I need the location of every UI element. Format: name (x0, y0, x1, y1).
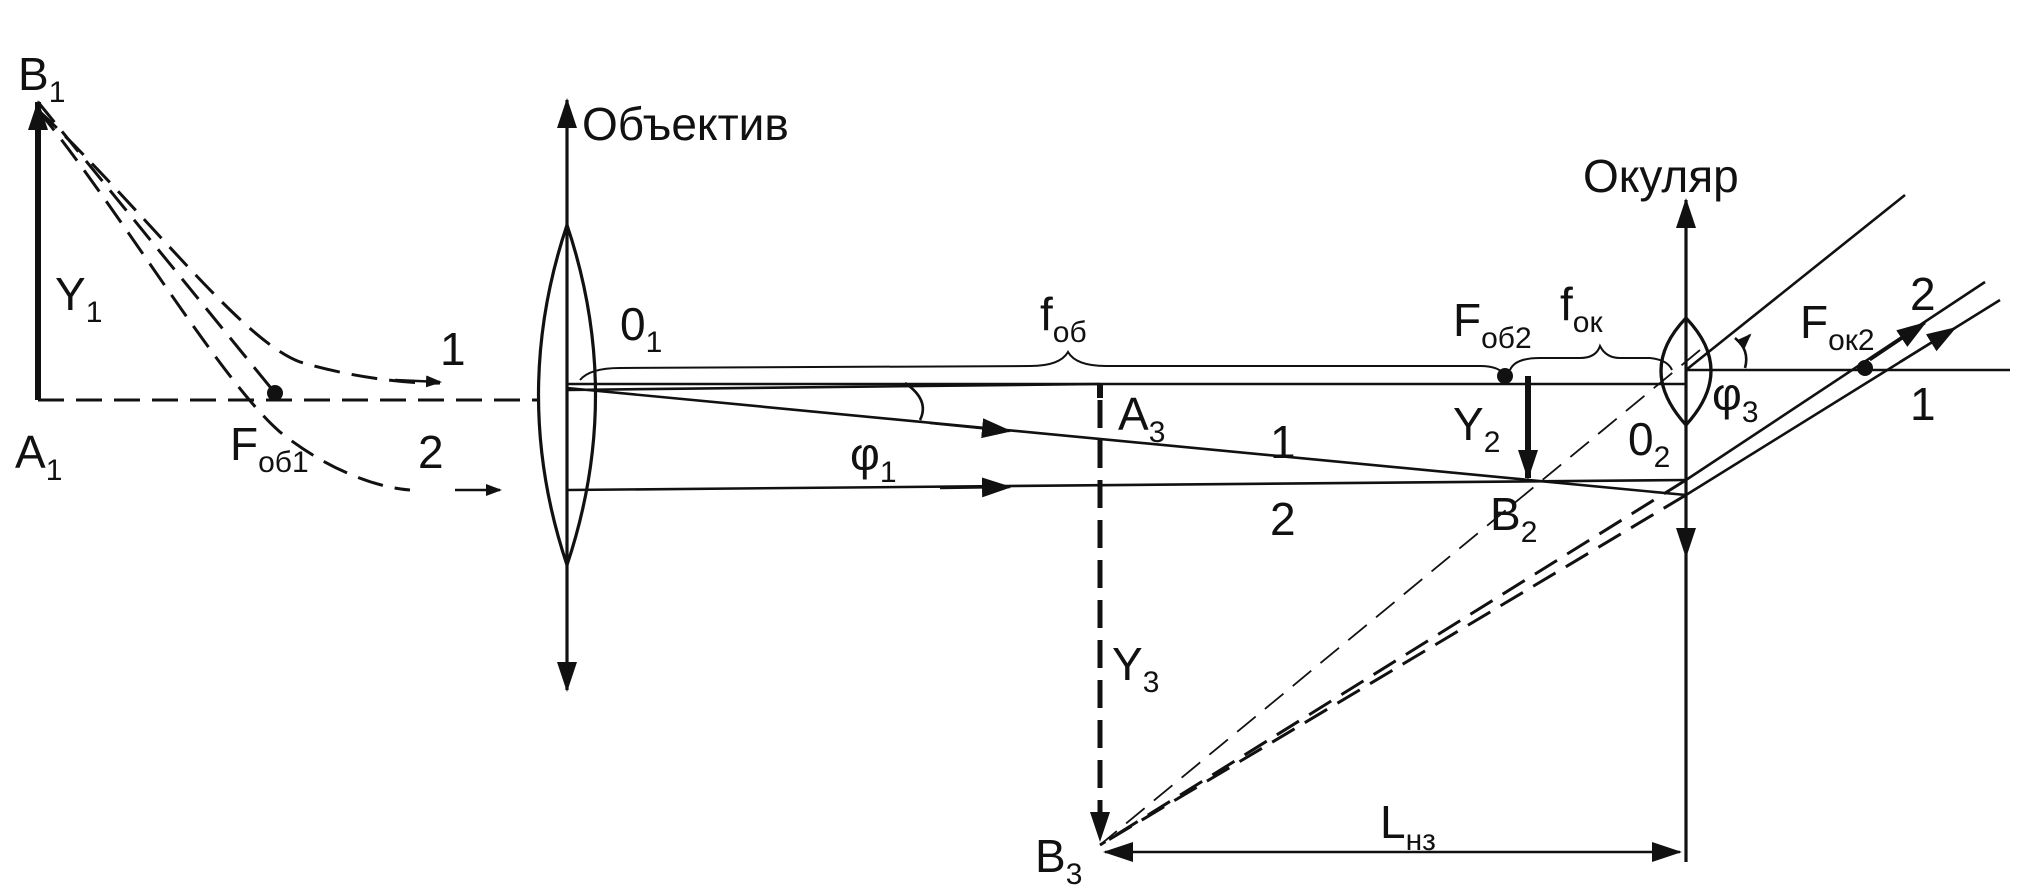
label-y2: Y2 (1453, 398, 1500, 459)
point-o2: 02 (1628, 413, 1670, 474)
point-o1: 01 (620, 298, 662, 359)
ray-number-1-incident: 1 (440, 323, 466, 375)
refracted-rays (566, 381, 1687, 498)
optical-axis (38, 368, 2010, 402)
point-fob2: Fоб2 (1453, 294, 1532, 355)
label-objective: Объектив (582, 98, 789, 150)
label-fob: fоб (1040, 288, 1087, 349)
angle-phi3: φ3 (1712, 368, 1759, 429)
objective-lens (536, 98, 598, 692)
point-b3: B3 (1035, 830, 1082, 891)
label-y3: Y3 (1112, 638, 1159, 699)
focus-dot-fob1 (267, 385, 283, 401)
ray-number-1-emergent: 1 (1910, 378, 1936, 430)
eyepiece-lens (1659, 198, 1713, 862)
point-fok2: Fок2 (1800, 296, 1875, 357)
focus-points (267, 360, 1873, 401)
ray-number-2-refracted: 2 (1270, 493, 1296, 545)
point-a1: A1 (15, 426, 62, 487)
label-fok: fок (1560, 278, 1603, 339)
label-y1: Y1 (55, 268, 102, 329)
incident-rays (36, 101, 502, 496)
labels: Объектив Окуляр B1 A1 Y1 Fоб1 01 fоб A3 … (15, 48, 1936, 891)
ray-number-2-emergent: 2 (1910, 268, 1936, 320)
ray-number-1-refracted: 1 (1270, 416, 1296, 468)
virtual-extensions (1099, 349, 1701, 847)
point-b2: B2 (1490, 488, 1537, 549)
label-eyepiece: Окуляр (1583, 150, 1739, 202)
angle-phi1: φ1 (850, 428, 897, 489)
point-b1: B1 (18, 48, 65, 109)
emergent-rays (1685, 193, 2001, 497)
label-lnz: Lнз (1380, 796, 1436, 857)
ray-number-2-incident: 2 (418, 426, 444, 478)
focal-braces (579, 343, 1673, 381)
point-a3: A3 (1118, 388, 1165, 449)
point-fob1: Fоб1 (230, 418, 309, 479)
